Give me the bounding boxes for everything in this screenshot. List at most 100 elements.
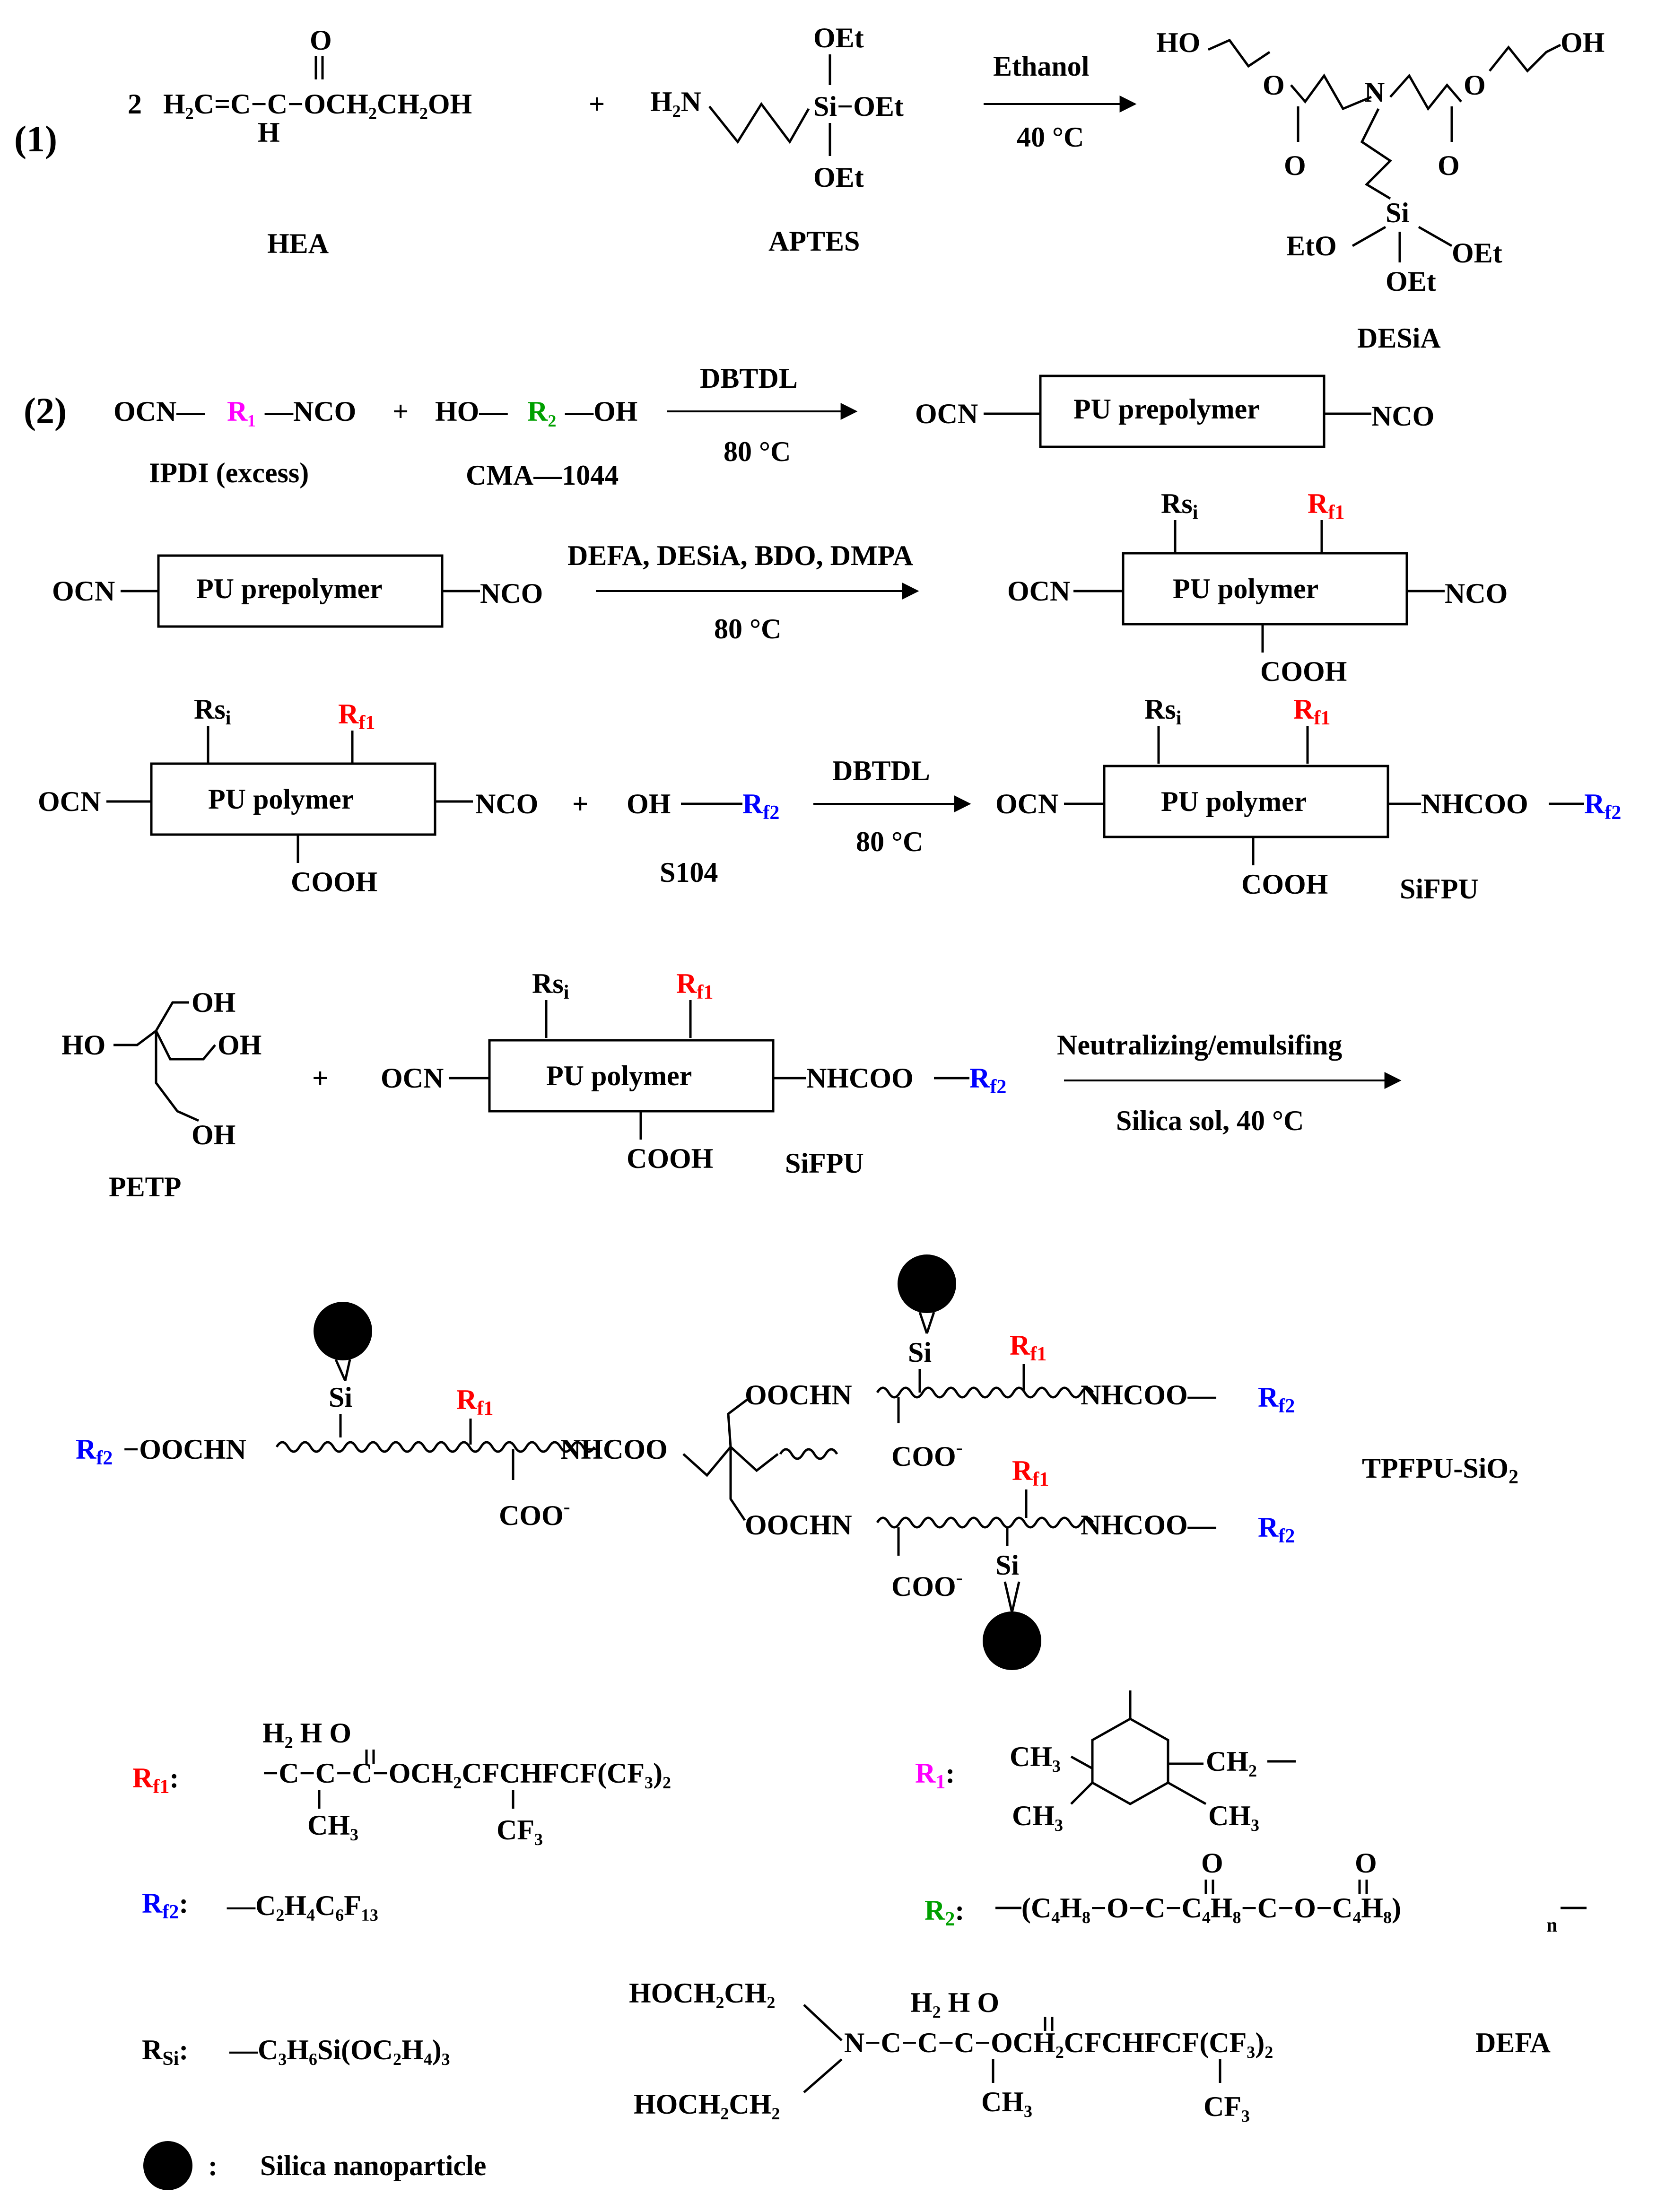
sifpu-rf1: Rf1 bbox=[1293, 694, 1330, 729]
silica-nanoparticle-left bbox=[314, 1302, 372, 1360]
legend-defa-top: H₂ H O bbox=[910, 1987, 999, 2018]
ipdi-nco: —NCO bbox=[264, 396, 356, 427]
row2-arrow-below: 80 °C bbox=[714, 613, 781, 644]
sifpu-box bbox=[1103, 765, 1389, 838]
petp-skeleton-bottom bbox=[155, 1031, 200, 1122]
legend-defa-ch3: CH₃ bbox=[981, 2086, 1032, 2117]
top-si-bond-b bbox=[925, 1312, 935, 1334]
pu-polymer-label: PU polymer bbox=[1173, 573, 1318, 604]
desia-o-right: O bbox=[1464, 70, 1486, 101]
legend-rf1-top: H₂ H O bbox=[262, 1717, 351, 1749]
legend-r1-ch2: CH₂ bbox=[1206, 1746, 1257, 1777]
row3-rsi: Rsi bbox=[194, 694, 231, 729]
pu-polymer-cooh: COOH bbox=[1260, 656, 1347, 687]
ipdi-ocn: OCN— bbox=[113, 396, 205, 427]
top-coo: COO- bbox=[891, 1437, 963, 1472]
hea-formula: H₂C=C−C−OCH₂CH₂OH bbox=[163, 88, 472, 120]
row4-nhcoo: NHCOO bbox=[806, 1062, 914, 1094]
row1-arrow-above: DBTDL bbox=[700, 363, 798, 394]
aptes-h2n: H₂N bbox=[650, 86, 701, 117]
legend-silica-colon: : bbox=[208, 2150, 218, 2181]
silica-nanoparticle-top bbox=[898, 1254, 956, 1313]
step1-label: (1) bbox=[14, 118, 57, 159]
bottom-rf2: Rf2 bbox=[1258, 1512, 1295, 1547]
row2-prepolymer-label: PU prepolymer bbox=[196, 573, 383, 604]
row3-pu-polymer-box bbox=[150, 762, 436, 836]
legend-r1-ch3-a: CH₃ bbox=[1010, 1741, 1061, 1772]
row4-pu-polymer-label: PU polymer bbox=[546, 1060, 692, 1091]
legend-defa-bond-bottom bbox=[803, 2058, 843, 2093]
ipdi-r1: R₁ bbox=[227, 396, 256, 427]
left-rf1: Rf1 bbox=[456, 1384, 493, 1420]
legend-rf2-label: Rf2: bbox=[142, 1888, 188, 1923]
top-si: Si bbox=[908, 1337, 932, 1368]
legend-r1-ch3-c: CH₃ bbox=[1208, 1800, 1259, 1831]
step1-arrow-below: 40 °C bbox=[1017, 122, 1084, 153]
core-skeleton-arm bbox=[730, 1446, 779, 1472]
top-rf1: Rf1 bbox=[1010, 1330, 1047, 1365]
row3-arrow-above: DBTDL bbox=[832, 755, 930, 786]
pu-polymer-box bbox=[1122, 552, 1408, 626]
desia-left-arm bbox=[1207, 38, 1271, 68]
desia-o-left: O bbox=[1263, 70, 1285, 101]
step1-plus: + bbox=[589, 88, 605, 120]
legend-defa-hoch-bottom: HOCH₂CH₂ bbox=[634, 2089, 780, 2120]
desia-si: Si bbox=[1386, 197, 1409, 228]
row4-rf2: Rf2 bbox=[969, 1062, 1006, 1098]
sifpu-cooh: COOH bbox=[1241, 869, 1328, 900]
legend-r2-n: n bbox=[1546, 1915, 1557, 1936]
sifpu-rf2: Rf2 bbox=[1584, 788, 1621, 824]
top-nhcoo: NHCOO— bbox=[1081, 1379, 1217, 1411]
desia-oet-right: OEt bbox=[1452, 237, 1502, 269]
legend-r2-formula: (C₄H₈−O−C−C₄H₈−C−O−C₄H₈) bbox=[1021, 1892, 1401, 1924]
legend-defa-cf3: CF₃ bbox=[1204, 2091, 1250, 2122]
legend-silica-text: Silica nanoparticle bbox=[260, 2150, 486, 2181]
desia-o-carbonyl-left: O bbox=[1284, 150, 1306, 181]
row2-nco: NCO bbox=[480, 578, 543, 609]
bottom-ooochn: OOCHN bbox=[745, 1509, 852, 1541]
prepolymer-box bbox=[1039, 374, 1326, 448]
ipdi-name: IPDI (excess) bbox=[149, 457, 309, 488]
row4-arrow-above: Neutralizing/emulsifing bbox=[1057, 1029, 1342, 1061]
top-si-bond-a bbox=[918, 1312, 928, 1334]
row4-arrow-below: Silica sol, 40 °C bbox=[1116, 1105, 1304, 1136]
row3-arrow-below: 80 °C bbox=[856, 826, 923, 857]
left-coo: COO- bbox=[499, 1496, 570, 1531]
row4-cooh: COOH bbox=[627, 1143, 713, 1174]
petp-oh-mid: OH bbox=[218, 1029, 262, 1061]
desia-name: DESiA bbox=[1357, 322, 1441, 354]
legend-r1-bond-b bbox=[1070, 1782, 1093, 1805]
sifpu-nhcoo: NHCOO bbox=[1421, 788, 1528, 819]
silica-nanoparticle-bottom bbox=[983, 1611, 1041, 1670]
bottom-coo: COO- bbox=[891, 1567, 963, 1602]
legend-defa-bond-top bbox=[803, 2004, 843, 2041]
legend-r1-ring bbox=[1091, 1717, 1169, 1805]
product-name: TPFPU-SiO2 bbox=[1362, 1453, 1518, 1488]
prepolymer-ocn: OCN bbox=[915, 398, 978, 429]
row2-arrow-above: DEFA, DESiA, BDO, DMPA bbox=[567, 540, 913, 571]
hea-coef: 2 bbox=[128, 88, 142, 120]
legend-r1-bond-c bbox=[1167, 1781, 1207, 1805]
row3-ocn: OCN bbox=[38, 786, 101, 817]
cma-ho: HO— bbox=[435, 396, 508, 427]
row4-rf1: Rf1 bbox=[676, 968, 713, 1003]
desia-o-carbonyl-right: O bbox=[1438, 150, 1460, 181]
aptes-propyl-chain bbox=[708, 102, 810, 144]
bottom-si: Si bbox=[995, 1550, 1019, 1581]
aptes-oet-top: OEt bbox=[813, 22, 864, 53]
pu-polymer-rsi: Rsi bbox=[1161, 488, 1198, 523]
row3-rf1: Rf1 bbox=[338, 698, 375, 734]
left-si-bond-a bbox=[334, 1359, 347, 1382]
top-rf2: Rf2 bbox=[1258, 1382, 1295, 1417]
legend-rf1-ch3: CH₃ bbox=[307, 1810, 358, 1841]
legend-rsi-formula: —C₃H₆Si(OC₂H₄)₃ bbox=[229, 2034, 450, 2065]
legend-defa-chain: N−C−C−C−OCH₂CFCHFCF(CF₃)₂ bbox=[844, 2027, 1273, 2058]
hea-carbonyl-o: O bbox=[310, 25, 332, 56]
cma-oh: —OH bbox=[565, 396, 637, 427]
prepolymer-label: PU prepolymer bbox=[1073, 393, 1260, 425]
core-branch-wave bbox=[779, 1448, 838, 1460]
legend-rf2-formula: —C₂H₄C₆F₁₃ bbox=[227, 1890, 378, 1921]
aptes-name: APTES bbox=[768, 226, 860, 257]
desia-eto: EtO bbox=[1286, 230, 1337, 261]
